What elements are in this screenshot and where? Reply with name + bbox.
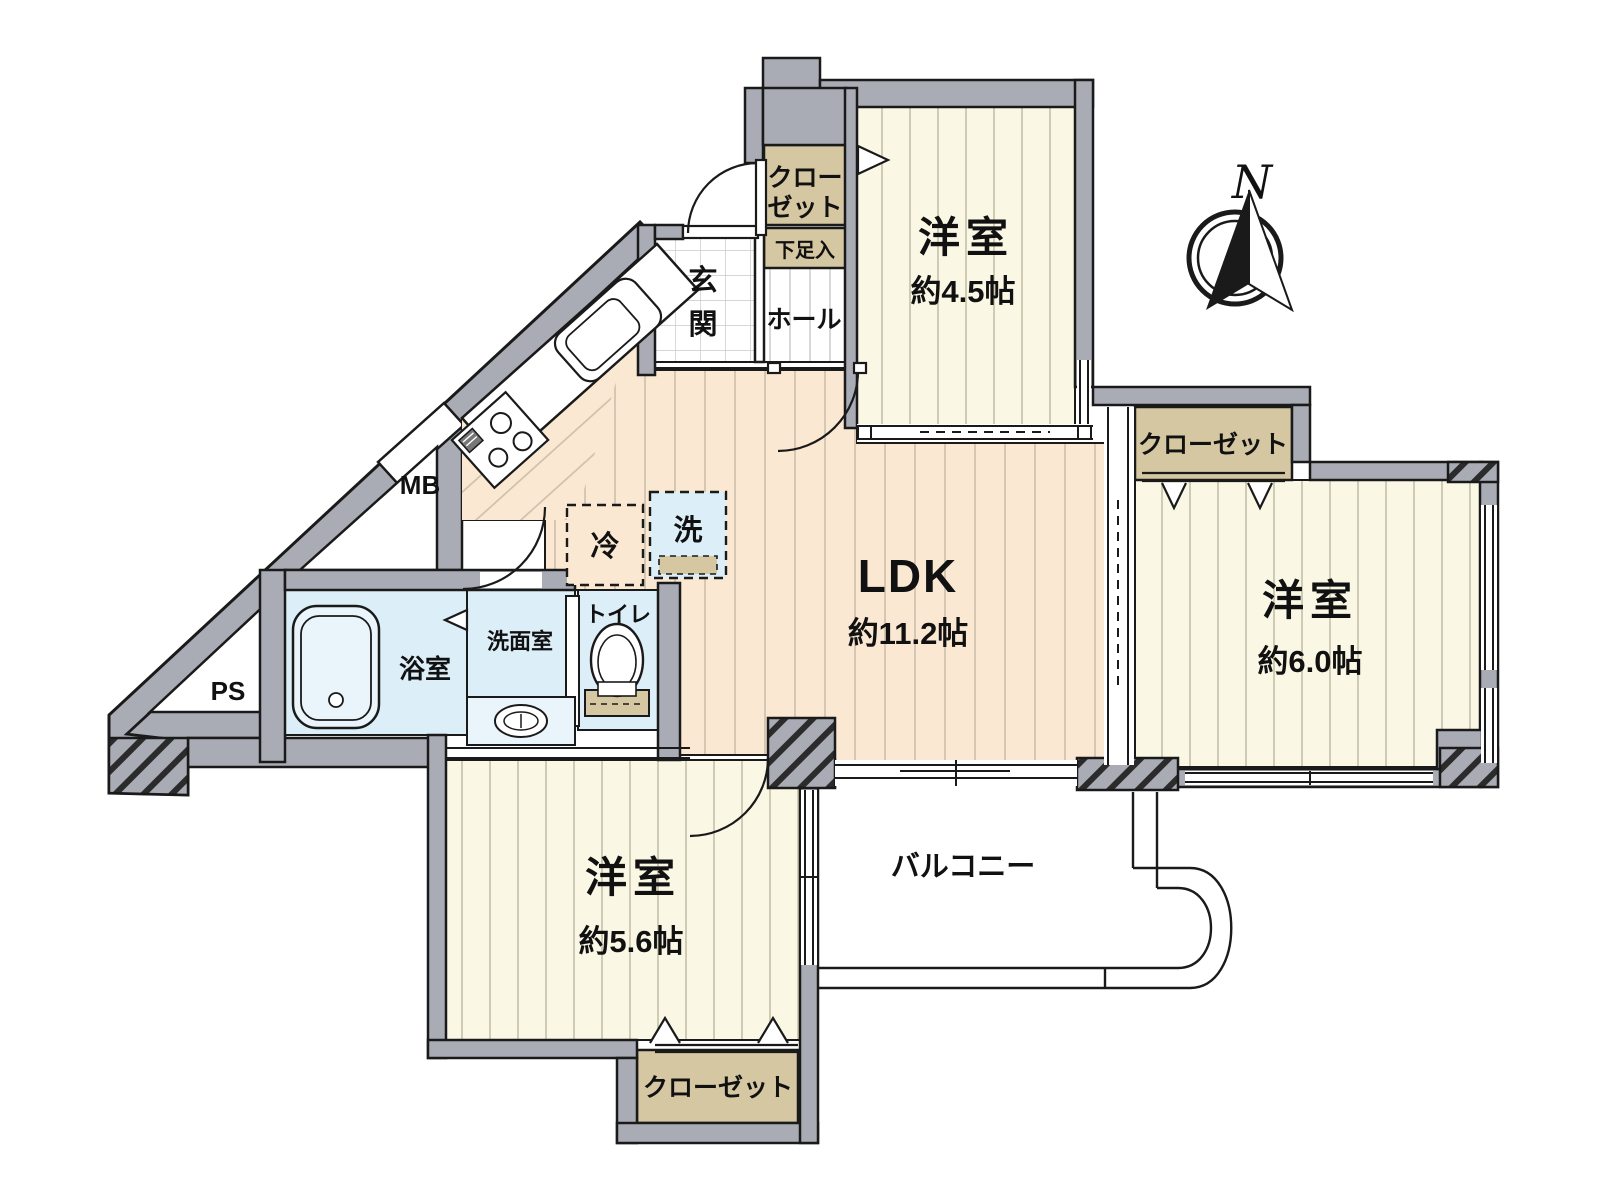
ldk-room56-door-arc [689,757,770,838]
washer-space [648,490,728,580]
bathroom-label: 浴室 [399,654,451,684]
room-45-size: 約4.5帖 [910,274,1015,309]
fixtures [291,242,728,746]
hall-ldk-door-arc [777,370,860,453]
bathtub [291,604,381,730]
closet-entry-label-1: クロー [767,164,842,192]
compass-needle-dark [1206,190,1249,310]
washroom-label: 洗面室 [487,629,553,654]
room-56-size: 約5.6帖 [578,924,683,959]
wall-voids [146,401,466,714]
room-60-size: 約6.0帖 [1257,644,1362,679]
refrigerator-space [565,503,645,587]
shoe-box-label: 下足入 [775,239,835,262]
closet-east-label: クローゼット [1138,431,1288,459]
washer-label: 洗 [673,514,702,547]
toilet-fixture [584,622,650,717]
void-triangle [296,444,439,572]
ldk-size: 約11.2帖 [848,616,969,651]
hall-label: ホール [766,306,841,334]
corner-northeast [1446,460,1500,484]
room-56-name: 洋室 [585,854,681,901]
labels: 洋室 約4.5帖 洋室 約6.0帖 洋室 約5.6帖 LDK 約11.2帖 バル… [211,164,1363,1102]
balcony-railing [818,792,1233,990]
compass-needle-light [1248,189,1294,313]
kitchen-sink [553,277,663,383]
washbasin [466,696,576,746]
refrigerator-label: 冷 [590,530,619,563]
ldk-name: LDK [858,550,959,602]
corridor-door-arc [462,506,547,591]
room-45-floor [856,106,1076,426]
room-60-name: 洋室 [1262,577,1358,624]
closet-entry-label-2: ゼット [767,194,842,222]
pipe-space-label: PS [211,676,246,706]
windows [446,360,1497,965]
compass-north-label: N [1231,155,1274,209]
corner-southwest [107,736,190,797]
genkan-label-1: 玄 [688,263,717,297]
closet-entry-door-mark [856,144,891,176]
closet-east-floor [1133,405,1294,482]
kitchen-stove [450,390,550,490]
meter-box-label: MB [400,470,440,500]
doors [442,144,1285,1054]
bath-door-mark [442,608,469,632]
entry-threshold [681,224,760,240]
compass: N [1186,155,1294,313]
closet-south-label: クローゼット [643,1074,793,1102]
genkan-label-2: 関 [688,309,717,341]
entry-door-arc [686,161,759,234]
room-45-name: 洋室 [918,214,1014,261]
pillar-southwest [766,716,837,790]
balcony-label: バルコニー [891,851,1035,883]
toilet-label: トイレ [585,602,651,627]
entry-door-leaf [754,158,768,237]
structural-pillars [107,460,1500,797]
